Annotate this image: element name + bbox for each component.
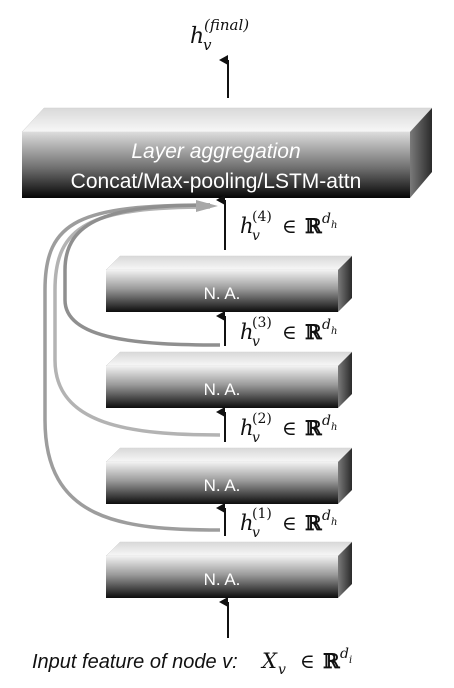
na-box-front [106,270,338,312]
in-symbol: ∈ [282,214,297,238]
h-symbol: h [240,214,254,238]
h-sup: (4) [252,209,272,225]
input-symbol: X [260,649,278,673]
na-box-label: N. A. [204,570,241,589]
na-box-front [106,556,338,598]
skip-arrow-layer-3 [63,203,221,347]
dim-sub: h [331,220,337,231]
na-box-layer-2: N. A. [105,447,353,504]
na-box-label: N. A. [204,476,241,495]
aggregation-title: Layer aggregation [131,140,300,163]
input-real-symbol: ℝ [323,649,341,673]
h-sub: v [252,525,260,541]
aggregation-box: Layer aggregation Concat/Max-pooling/LST… [21,107,433,198]
h-sup: (2) [252,411,272,427]
na-box-side [338,542,352,598]
aggregation-subtitle: Concat/Max-pooling/LSTM-attn [71,170,362,193]
in-symbol: ∈ [282,511,297,535]
na-box-layer-4: N. A. [105,255,353,312]
skip-arrow-layer-1 [43,203,221,532]
na-box-top [105,447,353,463]
real-symbol: ℝ [305,320,323,344]
na-box-side [338,448,352,504]
real-symbol: ℝ [305,416,323,440]
na-box-layer-3: N. A. [105,351,353,408]
dim-base: d [322,413,331,429]
skip-connections [43,200,221,532]
na-box-side [338,256,352,312]
output-label: h v (final) [190,16,249,54]
na-box-top [105,351,353,367]
in-symbol: ∈ [282,320,297,344]
na-box-layer-1: N. A. [105,541,353,598]
h-symbol: h [240,511,254,535]
input-in-symbol: ∈ [300,649,315,673]
layer-boxes: N. A. N. A. N. A. N. A. [105,255,353,598]
na-box-label: N. A. [204,284,241,303]
na-box-front [106,366,338,408]
h-sub: v [252,228,260,244]
input-prefix: Input feature of node v: [32,651,238,673]
h-sup: (3) [252,315,272,331]
h-sub: v [252,334,260,350]
dim-sub: h [331,326,337,337]
na-box-front [106,462,338,504]
real-symbol: ℝ [305,511,323,535]
skip-arrow-head [196,200,218,212]
input-label: Input feature of node v: X v ∈ ℝ d i [32,646,352,678]
output-symbol: h [190,24,204,49]
in-symbol: ∈ [282,416,297,440]
output-sup: (final) [204,16,249,34]
dim-sub: h [331,517,337,528]
input-dim-base: d [340,646,349,662]
na-box-top [105,541,353,557]
h-symbol: h [240,416,254,440]
real-symbol: ℝ [305,214,323,238]
na-box-side [338,352,352,408]
h-sub: v [252,430,260,446]
input-sub: v [278,662,286,678]
output-sub: v [203,36,212,54]
dim-sub: h [331,422,337,433]
na-box-top [105,255,353,271]
na-box-label: N. A. [204,380,241,399]
input-dim-sub: i [349,655,352,666]
dim-base: d [322,317,331,333]
h-symbol: h [240,320,254,344]
dim-base: d [322,211,331,227]
h-sup: (1) [252,506,272,522]
dim-base: d [322,508,331,524]
